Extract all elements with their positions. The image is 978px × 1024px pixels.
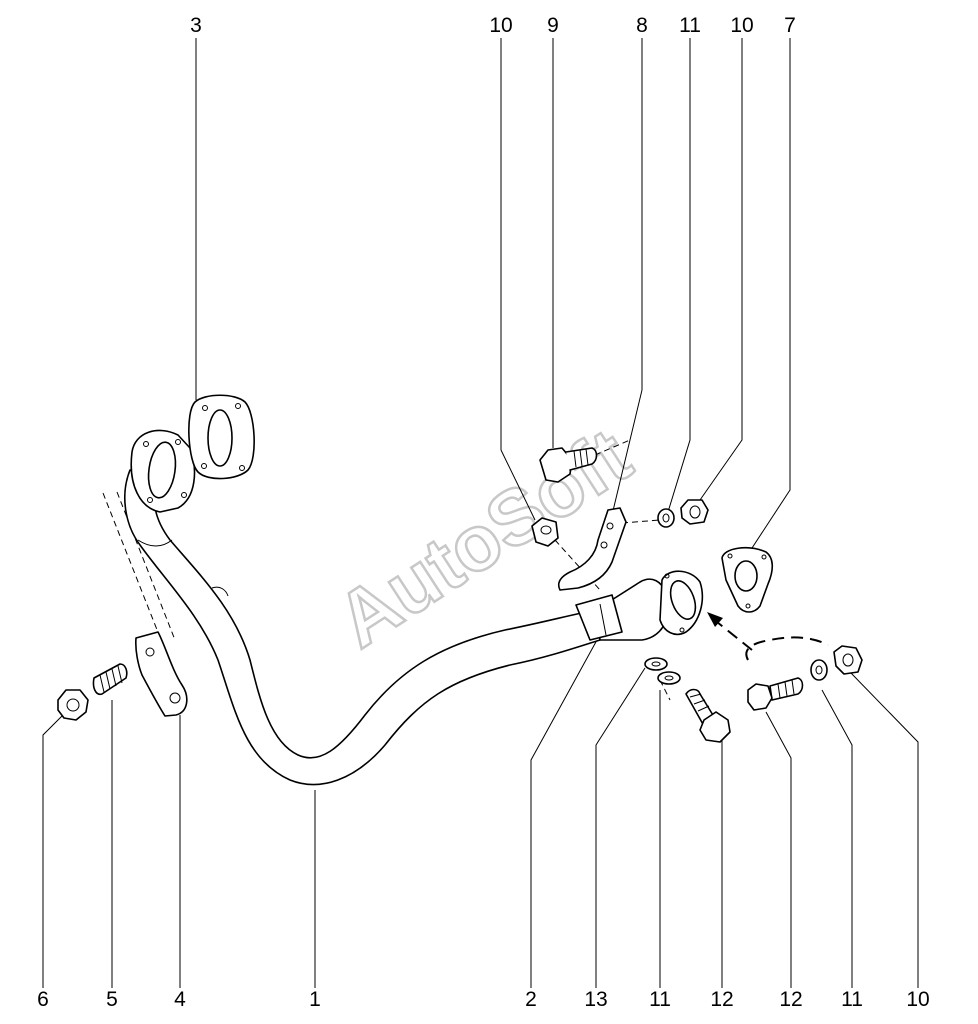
nut-part-10-c bbox=[833, 645, 863, 675]
callout-1: 1 bbox=[309, 988, 321, 1011]
callout-10-bottom: 10 bbox=[906, 988, 929, 1011]
callout-11-top: 11 bbox=[679, 14, 701, 37]
bolt-part-12-b bbox=[747, 677, 804, 711]
manifold-gasket bbox=[188, 394, 255, 480]
callout-2: 2 bbox=[525, 988, 537, 1011]
top-callouts: 3 10 9 8 11 10 7 bbox=[190, 14, 796, 37]
nut-part-10-b bbox=[680, 499, 709, 525]
callout-6: 6 bbox=[37, 988, 49, 1011]
exhaust-front-pipe bbox=[124, 429, 704, 786]
callout-10-top-left: 10 bbox=[489, 14, 512, 37]
outlet-gasket bbox=[721, 546, 774, 613]
callout-11-bottom-left: 11 bbox=[649, 988, 671, 1011]
washer-part-11-b bbox=[657, 671, 681, 685]
stud bbox=[92, 663, 128, 696]
callout-13: 13 bbox=[584, 988, 607, 1011]
washer-part-11-c bbox=[810, 659, 828, 681]
bracket-plate bbox=[135, 631, 188, 717]
callout-3: 3 bbox=[190, 14, 202, 37]
callout-4: 4 bbox=[174, 988, 186, 1011]
nut-part-6 bbox=[57, 689, 89, 721]
washer-part-11-a bbox=[657, 508, 675, 528]
leader-lines bbox=[42, 38, 919, 988]
bottom-callouts: 6 5 4 1 2 13 11 12 12 11 10 bbox=[37, 988, 930, 1011]
washer-part-13 bbox=[644, 657, 668, 671]
support-bracket bbox=[557, 507, 627, 591]
callout-7: 7 bbox=[784, 14, 796, 37]
nut-part-10-a bbox=[531, 517, 559, 547]
callout-12-bottom-right: 12 bbox=[779, 988, 802, 1011]
callout-5: 5 bbox=[106, 988, 118, 1011]
bolt-part-9 bbox=[539, 447, 598, 483]
callout-10-top-right: 10 bbox=[730, 14, 753, 37]
callout-12-bottom-left: 12 bbox=[710, 988, 733, 1011]
direction-arrow bbox=[745, 636, 829, 661]
callout-11-bottom-right: 11 bbox=[841, 988, 863, 1011]
bolt-part-12-a bbox=[685, 688, 731, 743]
arrow-head bbox=[707, 612, 723, 627]
callout-9: 9 bbox=[547, 14, 559, 37]
callout-8: 8 bbox=[636, 14, 648, 37]
